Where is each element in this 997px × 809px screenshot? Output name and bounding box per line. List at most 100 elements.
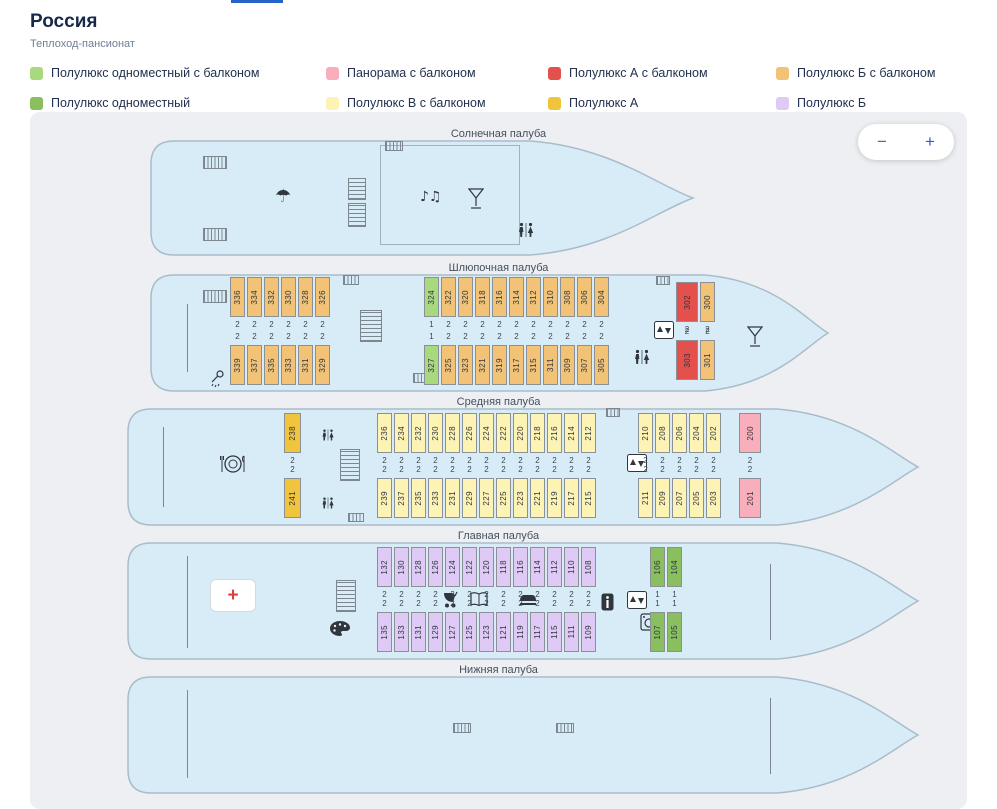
cabin-117[interactable]: 117 [530, 612, 545, 652]
cabin-321[interactable]: 321 [475, 345, 490, 385]
cabin-206[interactable]: 206 [672, 413, 687, 453]
zoom-in-button[interactable]: + [925, 132, 935, 151]
cabin-135[interactable]: 135 [377, 612, 392, 652]
cabin-118[interactable]: 118 [496, 547, 511, 587]
cabin-237[interactable]: 237 [394, 478, 409, 518]
cabin-302[interactable]: 302 [676, 282, 698, 322]
cabin-227[interactable]: 227 [479, 478, 494, 518]
cabin-315[interactable]: 315 [526, 345, 541, 385]
cabin-231[interactable]: 231 [445, 478, 460, 518]
cabin-334[interactable]: 334 [247, 277, 262, 317]
cabin-109[interactable]: 109 [581, 612, 596, 652]
cabin-304[interactable]: 304 [594, 277, 609, 317]
cabin-226[interactable]: 226 [462, 413, 477, 453]
cabin-202[interactable]: 202 [706, 413, 721, 453]
cabin-318[interactable]: 318 [475, 277, 490, 317]
cabin-224[interactable]: 224 [479, 413, 494, 453]
cabin-305[interactable]: 305 [594, 345, 609, 385]
cabin-120[interactable]: 120 [479, 547, 494, 587]
cabin-312[interactable]: 312 [526, 277, 541, 317]
cabin-327[interactable]: 327 [424, 345, 439, 385]
cabin-124[interactable]: 124 [445, 547, 460, 587]
cabin-335[interactable]: 335 [264, 345, 279, 385]
cabin-230[interactable]: 230 [428, 413, 443, 453]
cabin-330[interactable]: 330 [281, 277, 296, 317]
cabin-131[interactable]: 131 [411, 612, 426, 652]
cabin-235[interactable]: 235 [411, 478, 426, 518]
cabin-111[interactable]: 111 [564, 612, 579, 652]
cabin-210[interactable]: 210 [638, 413, 653, 453]
cabin-208[interactable]: 208 [655, 413, 670, 453]
cabin-325[interactable]: 325 [441, 345, 456, 385]
cabin-212[interactable]: 212 [581, 413, 596, 453]
cabin-112[interactable]: 112 [547, 547, 562, 587]
cabin-221[interactable]: 221 [530, 478, 545, 518]
cabin-328[interactable]: 328 [298, 277, 313, 317]
zoom-out-button[interactable]: − [877, 132, 887, 151]
cabin-234[interactable]: 234 [394, 413, 409, 453]
cabin-300[interactable]: 300 [700, 282, 715, 322]
cabin-306[interactable]: 306 [577, 277, 592, 317]
cabin-108[interactable]: 108 [581, 547, 596, 587]
cabin-337[interactable]: 337 [247, 345, 262, 385]
cabin-238[interactable]: 238 [284, 413, 301, 453]
cabin-129[interactable]: 129 [428, 612, 443, 652]
cabin-241[interactable]: 241 [284, 478, 301, 518]
cabin-217[interactable]: 217 [564, 478, 579, 518]
cabin-107[interactable]: 107 [650, 612, 665, 652]
cabin-115[interactable]: 115 [547, 612, 562, 652]
cabin-106[interactable]: 106 [650, 547, 665, 587]
cabin-204[interactable]: 204 [689, 413, 704, 453]
cabin-205[interactable]: 205 [689, 478, 704, 518]
cabin-110[interactable]: 110 [564, 547, 579, 587]
cabin-203[interactable]: 203 [706, 478, 721, 518]
cabin-316[interactable]: 316 [492, 277, 507, 317]
cabin-122[interactable]: 122 [462, 547, 477, 587]
cabin-333[interactable]: 333 [281, 345, 296, 385]
cabin-301[interactable]: 301 [700, 340, 715, 380]
cabin-209[interactable]: 209 [655, 478, 670, 518]
cabin-323[interactable]: 323 [458, 345, 473, 385]
cabin-207[interactable]: 207 [672, 478, 687, 518]
cabin-320[interactable]: 320 [458, 277, 473, 317]
cabin-130[interactable]: 130 [394, 547, 409, 587]
cabin-218[interactable]: 218 [530, 413, 545, 453]
cabin-322[interactable]: 322 [441, 277, 456, 317]
cabin-126[interactable]: 126 [428, 547, 443, 587]
cabin-317[interactable]: 317 [509, 345, 524, 385]
cabin-331[interactable]: 331 [298, 345, 313, 385]
cabin-215[interactable]: 215 [581, 478, 596, 518]
cabin-309[interactable]: 309 [560, 345, 575, 385]
cabin-225[interactable]: 225 [496, 478, 511, 518]
cabin-319[interactable]: 319 [492, 345, 507, 385]
cabin-223[interactable]: 223 [513, 478, 528, 518]
cabin-228[interactable]: 228 [445, 413, 460, 453]
cabin-123[interactable]: 123 [479, 612, 494, 652]
cabin-236[interactable]: 236 [377, 413, 392, 453]
cabin-229[interactable]: 229 [462, 478, 477, 518]
cabin-119[interactable]: 119 [513, 612, 528, 652]
cabin-127[interactable]: 127 [445, 612, 460, 652]
cabin-326[interactable]: 326 [315, 277, 330, 317]
cabin-233[interactable]: 233 [428, 478, 443, 518]
cabin-329[interactable]: 329 [315, 345, 330, 385]
cabin-128[interactable]: 128 [411, 547, 426, 587]
cabin-222[interactable]: 222 [496, 413, 511, 453]
cabin-214[interactable]: 214 [564, 413, 579, 453]
cabin-133[interactable]: 133 [394, 612, 409, 652]
cabin-211[interactable]: 211 [638, 478, 653, 518]
cabin-116[interactable]: 116 [513, 547, 528, 587]
cabin-308[interactable]: 308 [560, 277, 575, 317]
cabin-324[interactable]: 324 [424, 277, 439, 317]
cabin-105[interactable]: 105 [667, 612, 682, 652]
cabin-121[interactable]: 121 [496, 612, 511, 652]
cabin-220[interactable]: 220 [513, 413, 528, 453]
cabin-114[interactable]: 114 [530, 547, 545, 587]
cabin-332[interactable]: 332 [264, 277, 279, 317]
cabin-303[interactable]: 303 [676, 340, 698, 380]
cabin-310[interactable]: 310 [543, 277, 558, 317]
cabin-311[interactable]: 311 [543, 345, 558, 385]
cabin-336[interactable]: 336 [230, 277, 245, 317]
cabin-104[interactable]: 104 [667, 547, 682, 587]
cabin-314[interactable]: 314 [509, 277, 524, 317]
